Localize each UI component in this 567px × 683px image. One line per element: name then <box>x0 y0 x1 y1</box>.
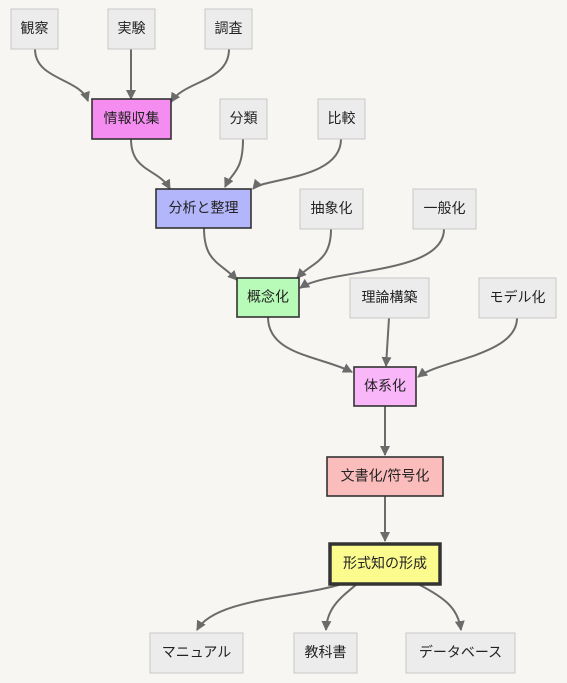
node-label-kansatsu: 観察 <box>21 20 49 37</box>
edge-bunseki-gainen <box>203 227 238 281</box>
node-label-hikaku: 比較 <box>328 111 356 127</box>
node-label-manual: マニュアル <box>162 645 232 661</box>
edge-model-taikei <box>417 317 518 378</box>
node-model: モデル化 <box>478 277 557 319</box>
edge-keishiki-kyoukasho <box>321 583 358 631</box>
node-box-gainen <box>236 277 300 318</box>
edge-keishiki-manual <box>196 582 346 631</box>
node-taikei: 体系化 <box>353 366 417 407</box>
node-box-database <box>405 632 516 674</box>
node-box-chousa <box>204 8 253 50</box>
node-kyoukasho: 教科書 <box>293 632 358 674</box>
node-riron: 理論構築 <box>349 277 430 319</box>
edge-kansatsu-jouhou <box>34 48 90 102</box>
node-keishiki: 形式知の形成 <box>328 542 442 586</box>
node-gainen: 概念化 <box>236 277 300 318</box>
edge-ippan-gainen <box>299 228 445 289</box>
edge-keishiki-database <box>417 583 465 631</box>
node-bunseki: 分析と整理 <box>155 188 252 229</box>
node-label-bunrui: 分類 <box>230 111 258 127</box>
node-box-kansatsu <box>10 8 59 50</box>
node-label-jikken: 実験 <box>118 21 146 37</box>
node-ippan: 一般化 <box>412 188 477 230</box>
edge-riron-taikei <box>381 317 392 367</box>
node-chushou: 抽象化 <box>299 188 364 230</box>
node-box-hikaku <box>317 98 366 140</box>
node-box-taikei <box>353 366 417 407</box>
node-database: データベース <box>405 632 516 674</box>
edge-chousa-jouhou <box>170 48 230 103</box>
node-box-bunsho <box>326 456 444 497</box>
node-label-gainen: 概念化 <box>247 289 289 306</box>
node-box-chushou <box>299 188 364 230</box>
node-hikaku: 比較 <box>317 98 366 140</box>
node-label-ippan: 一般化 <box>424 201 466 217</box>
node-label-chousa: 調査 <box>215 21 243 37</box>
node-label-jouhou: 情報収集 <box>104 110 160 127</box>
node-jouhou: 情報収集 <box>91 98 172 140</box>
node-label-bunseki: 分析と整理 <box>169 201 239 217</box>
node-label-database: データベース <box>419 644 502 661</box>
node-box-jouhou <box>91 98 172 140</box>
node-bunsho: 文書化/符号化 <box>326 456 444 497</box>
edge-hikaku-bunseki <box>252 138 342 190</box>
node-label-taikei: 体系化 <box>364 379 406 395</box>
node-label-riron: 理論構築 <box>362 290 418 306</box>
node-label-model: モデル化 <box>490 289 546 306</box>
node-bunrui: 分類 <box>219 98 268 140</box>
node-box-bunseki <box>155 188 252 229</box>
node-label-bunsho: 文書化/符号化 <box>341 469 430 485</box>
node-box-keishiki <box>328 542 442 586</box>
node-box-jikken <box>107 8 156 50</box>
node-box-manual <box>149 632 244 674</box>
node-box-bunrui <box>219 98 268 140</box>
node-box-model <box>478 277 557 319</box>
node-label-chushou: 抽象化 <box>311 201 353 217</box>
edge-bunrui-bunseki <box>224 138 244 188</box>
node-jikken: 実験 <box>107 8 156 50</box>
node-label-kyoukasho: 教科書 <box>305 645 347 661</box>
edge-chushou-gainen <box>296 228 332 279</box>
node-box-riron <box>349 277 430 319</box>
node-box-kyoukasho <box>293 632 358 674</box>
edges <box>34 48 518 631</box>
node-label-keishiki: 形式知の形成 <box>343 555 427 572</box>
node-chousa: 調査 <box>204 8 253 50</box>
node-kansatsu: 観察 <box>10 8 59 50</box>
edge-jouhou-bunseki <box>130 138 171 190</box>
node-manual: マニュアル <box>149 632 244 674</box>
node-box-ippan <box>412 188 477 230</box>
nodes: 観察 実験 調査 情報収集 分類 比較 分析と整理 抽象化 <box>10 8 557 674</box>
edge-gainen-taikei <box>267 316 353 373</box>
